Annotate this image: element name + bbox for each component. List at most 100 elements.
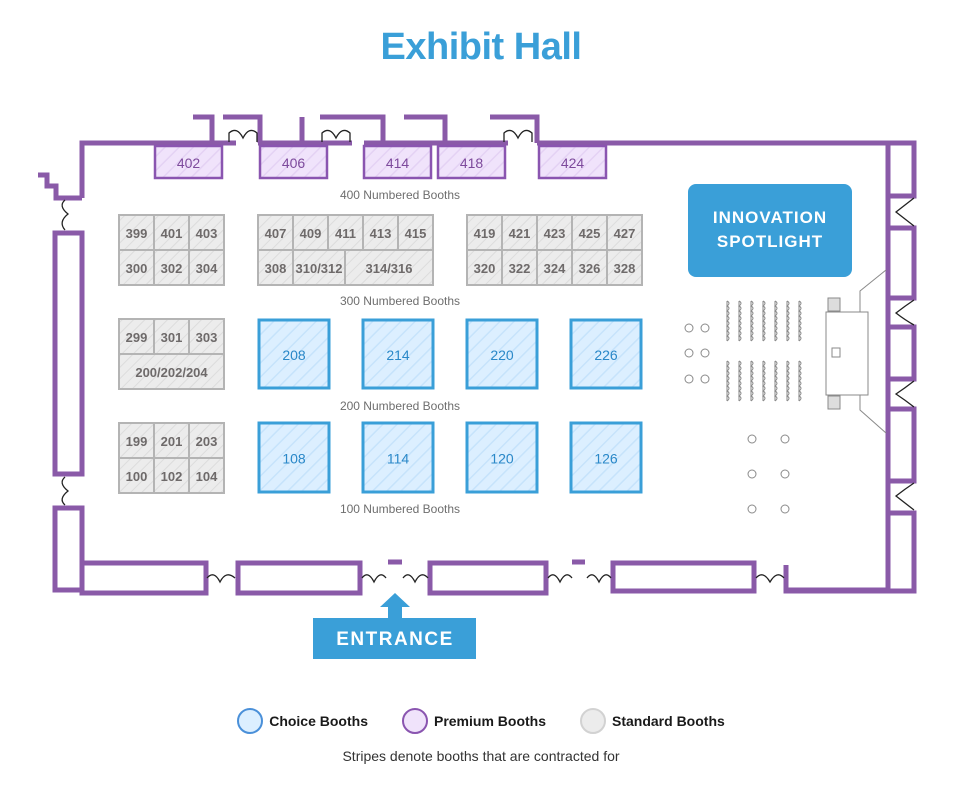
doors xyxy=(61,129,915,584)
choice-booths: 208 214 220 226 108 114 120 126 xyxy=(257,318,643,494)
booth-number: 407 xyxy=(265,226,287,241)
door-icon xyxy=(894,299,915,326)
booth-301[interactable]: 301 xyxy=(153,318,190,355)
booth-413[interactable]: 413 xyxy=(362,214,399,251)
door-icon xyxy=(894,482,915,511)
booth-402[interactable]: 402 xyxy=(153,144,224,180)
booth-411[interactable]: 411 xyxy=(327,214,364,251)
table-icon xyxy=(747,469,757,479)
booth-199[interactable]: 199 xyxy=(118,422,155,459)
booth-220[interactable]: 220 xyxy=(465,318,539,390)
booth-108[interactable]: 108 xyxy=(257,421,331,494)
booth-208[interactable]: 208 xyxy=(257,318,331,390)
wall-bottom-1 xyxy=(79,560,209,596)
premium-swatch-icon xyxy=(401,708,428,734)
booth-423[interactable]: 423 xyxy=(536,214,573,251)
booth-number: 425 xyxy=(579,226,601,241)
booth-425[interactable]: 425 xyxy=(571,214,608,251)
booth-number: 302 xyxy=(161,261,183,276)
booth-407[interactable]: 407 xyxy=(257,214,294,251)
booth-number: 226 xyxy=(594,347,618,363)
booth-414[interactable]: 414 xyxy=(362,144,433,180)
section-label-200: 200 Numbered Booths xyxy=(340,399,460,413)
booth-418[interactable]: 418 xyxy=(436,144,507,180)
booth-shape xyxy=(258,144,329,180)
booth-number: 314/316 xyxy=(366,261,413,276)
booth-326[interactable]: 326 xyxy=(571,249,608,286)
table-icon xyxy=(684,323,694,333)
booth-number: 102 xyxy=(161,469,183,484)
legend-label: Standard Booths xyxy=(612,713,725,729)
table-icon xyxy=(747,434,757,444)
booth-number: 203 xyxy=(196,434,218,449)
booth-302[interactable]: 302 xyxy=(153,249,190,286)
booth-104[interactable]: 104 xyxy=(188,457,225,494)
booth-114[interactable]: 114 xyxy=(361,421,435,494)
booth-300[interactable]: 300 xyxy=(118,249,155,286)
booth-314-316[interactable]: 314/316 xyxy=(344,249,434,286)
booth-100[interactable]: 100 xyxy=(118,457,155,494)
booth-427[interactable]: 427 xyxy=(606,214,643,251)
booth-number: 310/312 xyxy=(296,261,343,276)
booth-shape xyxy=(501,214,538,251)
podium-icon xyxy=(831,347,841,358)
booth-120[interactable]: 120 xyxy=(465,421,539,494)
wall-left-column-1 xyxy=(52,230,85,477)
wall-right-column-1 xyxy=(885,140,917,199)
booth-399[interactable]: 399 xyxy=(118,214,155,251)
booth-number: 100 xyxy=(126,469,148,484)
booth-401[interactable]: 401 xyxy=(153,214,190,251)
booth-320[interactable]: 320 xyxy=(466,249,503,286)
booth-number: 126 xyxy=(594,451,618,467)
audience-seating xyxy=(726,300,802,402)
door-icon xyxy=(402,574,429,584)
wall-top-post-1 xyxy=(193,114,215,143)
table-icon xyxy=(700,374,710,384)
booth-322[interactable]: 322 xyxy=(501,249,538,286)
table-icon xyxy=(684,348,694,358)
booth-shape xyxy=(257,318,331,390)
booth-number: 414 xyxy=(386,155,410,171)
innovation-spotlight[interactable]: INNOVATION SPOTLIGHT xyxy=(688,184,852,277)
entrance[interactable]: ENTRANCE xyxy=(313,593,476,659)
booth-304[interactable]: 304 xyxy=(188,249,225,286)
booth-shape xyxy=(536,214,573,251)
booth-number: 200/202/204 xyxy=(135,365,208,380)
wall-right-column-4 xyxy=(885,406,917,484)
booth-421[interactable]: 421 xyxy=(501,214,538,251)
booth-424[interactable]: 424 xyxy=(537,144,608,180)
booth-number: 424 xyxy=(561,155,585,171)
booth-409[interactable]: 409 xyxy=(292,214,329,251)
booth-203[interactable]: 203 xyxy=(188,422,225,459)
booth-415[interactable]: 415 xyxy=(397,214,434,251)
booth-419[interactable]: 419 xyxy=(466,214,503,251)
booth-406[interactable]: 406 xyxy=(258,144,329,180)
door-icon xyxy=(894,197,915,227)
booth-number: 303 xyxy=(196,330,218,345)
booth-number: 120 xyxy=(490,451,514,467)
legend-item-premium: Premium Booths xyxy=(401,708,546,734)
wall-right-column-2 xyxy=(885,225,917,301)
booth-324[interactable]: 324 xyxy=(536,249,573,286)
booth-310-312[interactable]: 310/312 xyxy=(292,249,346,286)
wall-left-stair xyxy=(38,172,82,201)
booth-shape xyxy=(257,421,331,494)
booth-403[interactable]: 403 xyxy=(188,214,225,251)
booth-201[interactable]: 201 xyxy=(153,422,190,459)
booth-126[interactable]: 126 xyxy=(569,421,643,494)
section-label-100: 100 Numbered Booths xyxy=(340,502,460,516)
booth-214[interactable]: 214 xyxy=(361,318,435,390)
booth-308[interactable]: 308 xyxy=(257,249,294,286)
wall-left-column-2 xyxy=(52,505,85,593)
booth-shape xyxy=(465,421,539,494)
wall-top xyxy=(79,140,236,198)
booth-shape xyxy=(188,249,225,286)
booth-226[interactable]: 226 xyxy=(569,318,643,390)
booth-102[interactable]: 102 xyxy=(153,457,190,494)
wall-top-post-5 xyxy=(404,114,448,143)
booth-328[interactable]: 328 xyxy=(606,249,643,286)
booth-200-202-204[interactable]: 200/202/204 xyxy=(118,353,225,390)
wall-bottom-4 xyxy=(610,560,757,594)
booth-299[interactable]: 299 xyxy=(118,318,155,355)
booth-303[interactable]: 303 xyxy=(188,318,225,355)
